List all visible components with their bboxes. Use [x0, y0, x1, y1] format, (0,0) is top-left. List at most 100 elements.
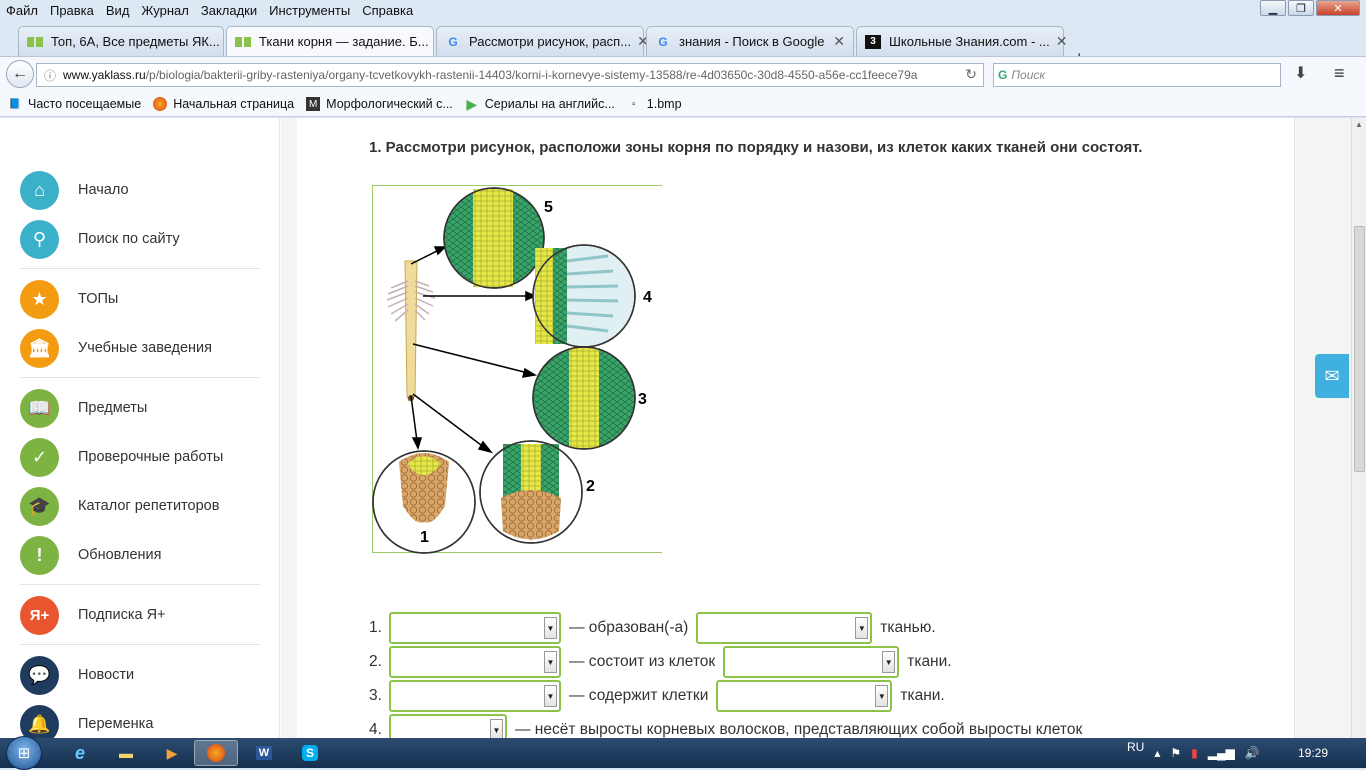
tab-title: Топ, 6А, Все предметы ЯК... — [51, 34, 220, 49]
feedback-mail-button[interactable]: ✉ — [1315, 354, 1349, 398]
sidebar-label: Учебные заведения — [78, 340, 212, 356]
back-button[interactable]: ← — [6, 60, 34, 88]
image-file-icon: ▫ — [632, 98, 636, 110]
sidebar-item-subscription[interactable]: Я+Подписка Я+ — [20, 595, 166, 635]
volume-icon[interactable]: 🔊 — [1244, 746, 1260, 760]
tray-expand-icon[interactable]: ▴ — [1154, 746, 1161, 760]
tissue-select-1[interactable]: ▼ — [696, 612, 873, 644]
tab-title: Ткани корня — задание. Б... — [259, 34, 429, 49]
root-zones-figure: 5 4 3 2 1 — [372, 185, 662, 554]
search-field[interactable]: G Поиск — [993, 63, 1281, 87]
zone-select-3[interactable]: ▼ — [389, 680, 561, 712]
site-info-icon[interactable]: ⓘ — [43, 68, 56, 83]
answer-text: — состоит из клеток — [569, 653, 716, 670]
tissue-select-2[interactable]: ▼ — [723, 646, 900, 678]
answer-row-2: 2. ▼ — состоит из клеток ▼ ткани. — [369, 645, 960, 679]
sidebar-item-tutors[interactable]: 🎓Каталог репетиторов — [20, 486, 219, 526]
reload-icon[interactable]: ↻ — [965, 66, 977, 82]
menu-file[interactable]: Файл — [6, 2, 38, 18]
tab-2[interactable]: Ткани корня — задание. Б... ✕ — [226, 26, 446, 56]
tab-4[interactable]: G знания - Поиск в Google ✕ — [646, 26, 854, 56]
url-text: www.yaklass.ru/p/biologia/bakterii-griby… — [63, 68, 918, 82]
divider — [20, 644, 260, 645]
bookmark-start-page[interactable]: Начальная страница — [153, 97, 294, 111]
zone-select-2[interactable]: ▼ — [389, 646, 561, 678]
firefox-taskbar-icon[interactable] — [194, 740, 238, 766]
menu-tools[interactable]: Инструменты — [269, 2, 351, 18]
menu-help[interactable]: Справка — [362, 2, 414, 18]
sidebar: ⌂Начало ⚲Поиск по сайту ★ТОПы 🏛Учебные з… — [0, 118, 280, 744]
tab-5[interactable]: 3 Школьные Знания.com - ... ✕ — [856, 26, 1067, 56]
bookmark-most-visited[interactable]: 📘Часто посещаемые — [8, 97, 142, 111]
download-icon[interactable]: ⬇ — [1294, 65, 1308, 82]
sidebar-item-subjects[interactable]: 📖Предметы — [20, 388, 147, 428]
start-button[interactable]: ⊞ — [6, 736, 42, 770]
flag-icon[interactable]: ⚑ — [1170, 746, 1182, 760]
figure-label-5: 5 — [544, 199, 553, 216]
sidebar-item-tests[interactable]: ✓Проверочные работы — [20, 437, 223, 477]
tissue-select-3[interactable]: ▼ — [716, 680, 893, 712]
m-icon: M — [306, 97, 321, 111]
scroll-up-icon[interactable]: ▲ — [1355, 120, 1363, 129]
skype-icon[interactable]: S — [288, 740, 332, 766]
exclamation-icon: ! — [20, 535, 59, 575]
chevron-down-icon: ▼ — [875, 685, 889, 707]
media-player-icon[interactable]: ▶ — [166, 744, 178, 761]
search-icon: ⚲ — [20, 219, 59, 259]
language-indicator[interactable]: RU — [1127, 740, 1145, 754]
content-gutter — [281, 118, 297, 738]
menu-view[interactable]: Вид — [105, 2, 130, 18]
sidebar-item-search[interactable]: ⚲Поиск по сайту — [20, 219, 180, 259]
tab-title: знания - Поиск в Google — [679, 34, 825, 49]
close-tab-icon[interactable]: ✕ — [1055, 33, 1068, 49]
minimize-button[interactable]: ▁ — [1260, 0, 1286, 16]
sidebar-label: Проверочные работы — [78, 449, 224, 465]
menu-bookmarks[interactable]: Закладки — [200, 2, 258, 18]
book-icon: 📖 — [20, 388, 59, 428]
tab-3[interactable]: G Рассмотри рисунок, расп... ✕ — [436, 26, 649, 56]
google-icon: G — [658, 34, 668, 49]
root-diagram: 5 4 3 2 1 — [372, 187, 652, 554]
explorer-icon[interactable]: ▬ — [119, 745, 133, 761]
hamburger-menu-icon[interactable]: ≡ — [1334, 63, 1345, 83]
home-icon: ⌂ — [20, 170, 59, 210]
sidebar-item-tops[interactable]: ★ТОПы — [20, 279, 118, 319]
chevron-down-icon: ▼ — [882, 651, 896, 673]
sidebar-item-schools[interactable]: 🏛Учебные заведения — [20, 328, 212, 368]
close-window-button[interactable]: ✕ — [1316, 0, 1360, 16]
menu-edit[interactable]: Правка — [49, 2, 94, 18]
star-icon: ★ — [20, 279, 59, 319]
word-icon[interactable]: W — [242, 740, 286, 766]
menu-history[interactable]: Журнал — [141, 2, 189, 18]
sidebar-item-news[interactable]: 💬Новости — [20, 655, 134, 695]
system-tray: RU ▴ ⚑ ▮ ▂▄▆ 🔊 — [1127, 738, 1260, 768]
menu-bar: Файл Правка Вид Журнал Закладки Инструме… — [0, 0, 1366, 20]
sidebar-item-home[interactable]: ⌂Начало — [20, 170, 129, 210]
network-icon[interactable]: ▂▄▆ — [1207, 746, 1235, 760]
chevron-down-icon: ▼ — [544, 651, 557, 673]
ie-icon[interactable]: e — [74, 742, 85, 763]
tab-1[interactable]: Топ, 6А, Все предметы ЯК... ✕ — [18, 26, 238, 56]
power-icon[interactable]: ▮ — [1191, 746, 1198, 760]
bookmark-bmp[interactable]: ▫1.bmp — [627, 97, 682, 111]
address-bar[interactable]: ⓘ www.yaklass.ru/p/biologia/bakterii-gri… — [36, 63, 984, 87]
clock[interactable]: 19:29 — [1298, 746, 1329, 760]
zone-select-1[interactable]: ▼ — [389, 612, 561, 644]
scroll-thumb[interactable] — [1354, 226, 1365, 472]
page-scrollbar[interactable]: ▲ — [1351, 118, 1366, 738]
close-tab-icon[interactable]: ✕ — [637, 33, 649, 49]
firefox-icon — [153, 97, 168, 111]
divider — [20, 377, 260, 378]
yaklass-icon — [235, 35, 251, 49]
windows-taskbar: ⊞ e ▬ ▶ W S RU ▴ ⚑ ▮ ▂▄▆ 🔊 19:29 — [0, 736, 1366, 770]
sidebar-label: Обновления — [78, 547, 162, 563]
navigation-bar: ← ⓘ www.yaklass.ru/p/biologia/bakterii-g… — [0, 56, 1366, 92]
figure-label-3: 3 — [638, 391, 647, 408]
chat-icon: 💬 — [20, 655, 59, 695]
sidebar-item-updates[interactable]: ! Обновления — [20, 535, 162, 575]
restore-button[interactable]: ❐ — [1288, 0, 1314, 16]
bookmark-series[interactable]: ▶Сериалы на английс... — [466, 95, 615, 112]
close-tab-icon[interactable]: ✕ — [833, 33, 845, 49]
